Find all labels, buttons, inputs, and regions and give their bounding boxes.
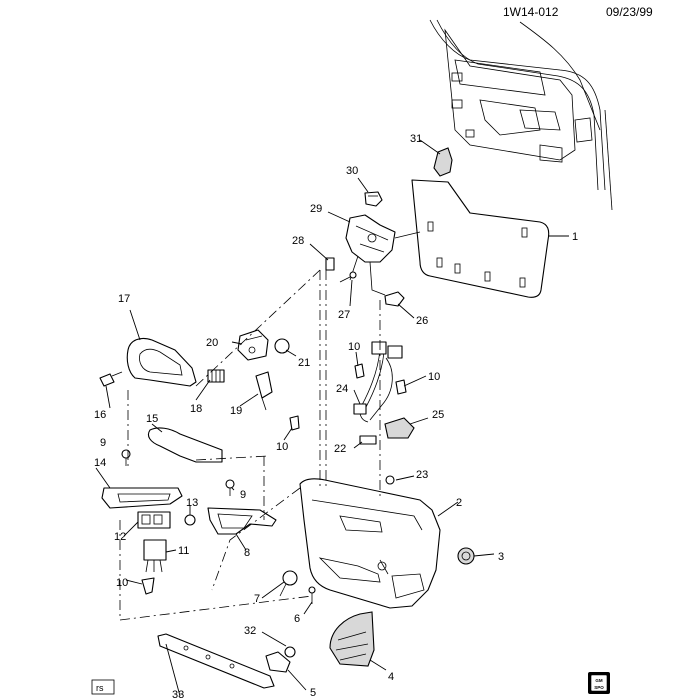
assembly-lines — [119, 269, 381, 621]
part-10-retainer-d — [141, 577, 155, 595]
callout-11: 11 — [178, 545, 189, 557]
svg-text:SPO: SPO — [594, 685, 604, 690]
callout-30: 30 — [346, 165, 358, 177]
callout-17: 17 — [118, 293, 130, 305]
part-29-handle-assembly — [345, 214, 421, 296]
gm-spo-logo: GM SPO — [588, 672, 610, 694]
callout-5: 5 — [310, 687, 316, 699]
callout-15: 15 — [146, 413, 158, 425]
callout-10d: 10 — [116, 577, 128, 589]
part-7-pushpin — [279, 570, 298, 597]
part-15-pull-cup — [147, 427, 223, 463]
part-16-screw — [99, 371, 123, 387]
part-31-insert — [433, 147, 453, 177]
callout-7: 7 — [254, 593, 260, 605]
callout-3: 3 — [498, 551, 504, 563]
callout-13: 13 — [186, 497, 198, 509]
callout-28: 28 — [292, 235, 304, 247]
part-12-switch — [137, 511, 171, 529]
part-32-grommet — [284, 646, 296, 658]
part-27-screw — [339, 271, 357, 283]
callout-19: 19 — [230, 405, 242, 417]
callout-26: 26 — [416, 315, 428, 327]
artist-initials-box — [91, 679, 115, 695]
drawing-date: 09/23/99 — [606, 5, 653, 19]
callout-6: 6 — [294, 613, 300, 625]
part-2-door-trim-panel — [299, 478, 441, 609]
part-25-lamp — [384, 417, 415, 439]
part-22-clip — [359, 435, 377, 445]
part-13-nut — [184, 514, 196, 526]
part-21-cap — [274, 338, 290, 354]
callout-10b: 10 — [428, 371, 440, 383]
part-10-retainer-a — [289, 415, 300, 431]
callout-14: 14 — [94, 457, 106, 469]
part-4-speaker-grille — [329, 611, 375, 667]
part-33-moulding — [157, 633, 275, 689]
leader-lines — [95, 139, 569, 697]
callout-25: 25 — [432, 409, 444, 421]
part-10-retainer-c — [395, 379, 407, 395]
artist-initials: rs — [96, 683, 104, 693]
part-28-bracket — [325, 257, 335, 271]
svg-text:GM: GM — [595, 678, 603, 683]
part-8-armrest-cup — [207, 507, 277, 535]
part-19-connector — [255, 371, 273, 411]
drawing-id: 1W14-012 — [503, 5, 559, 19]
callout-16: 16 — [94, 409, 106, 421]
callout-1: 1 — [572, 231, 578, 243]
callout-20: 20 — [206, 337, 218, 349]
callout-27: 27 — [338, 309, 350, 321]
part-23-nut — [385, 475, 395, 485]
part-20-switch — [237, 329, 269, 361]
callout-21: 21 — [298, 357, 310, 369]
callout-18: 18 — [190, 403, 202, 415]
part-14-switch-bezel — [101, 487, 183, 509]
callout-31: 31 — [410, 133, 422, 145]
callout-33: 33 — [172, 689, 184, 700]
part-18-connector — [207, 369, 225, 383]
part-water-deflector — [411, 179, 550, 298]
callout-32: 32 — [244, 625, 256, 637]
part-3-fastener — [457, 547, 475, 565]
vehicle-door-outline — [429, 19, 613, 211]
part-5-clip — [265, 651, 291, 673]
callout-10a: 10 — [348, 341, 360, 353]
callout-23: 23 — [416, 469, 428, 481]
callout-9b: 9 — [240, 489, 246, 501]
callout-8: 8 — [244, 547, 250, 559]
part-30-clip — [364, 191, 383, 207]
callout-4: 4 — [388, 671, 394, 683]
part-9-screw-b — [225, 479, 235, 496]
callout-numbers: 1 2 3 4 5 6 7 8 9 9 10 10 10 10 11 12 13… — [94, 133, 578, 700]
callout-22: 22 — [334, 443, 346, 455]
callout-9a: 9 — [100, 437, 106, 449]
part-26-clip — [384, 291, 405, 307]
part-17-handle-bezel — [126, 337, 197, 387]
part-9-screw-a — [121, 449, 131, 466]
callout-2: 2 — [456, 497, 462, 509]
part-11-switch — [143, 539, 167, 573]
callout-29: 29 — [310, 203, 322, 215]
part-24-wiring-harness — [353, 341, 403, 423]
part-10-retainer-b — [354, 363, 365, 379]
callout-12: 12 — [114, 531, 126, 543]
callout-24: 24 — [336, 383, 348, 395]
part-6-screw — [308, 586, 316, 604]
callout-10c: 10 — [276, 441, 288, 453]
